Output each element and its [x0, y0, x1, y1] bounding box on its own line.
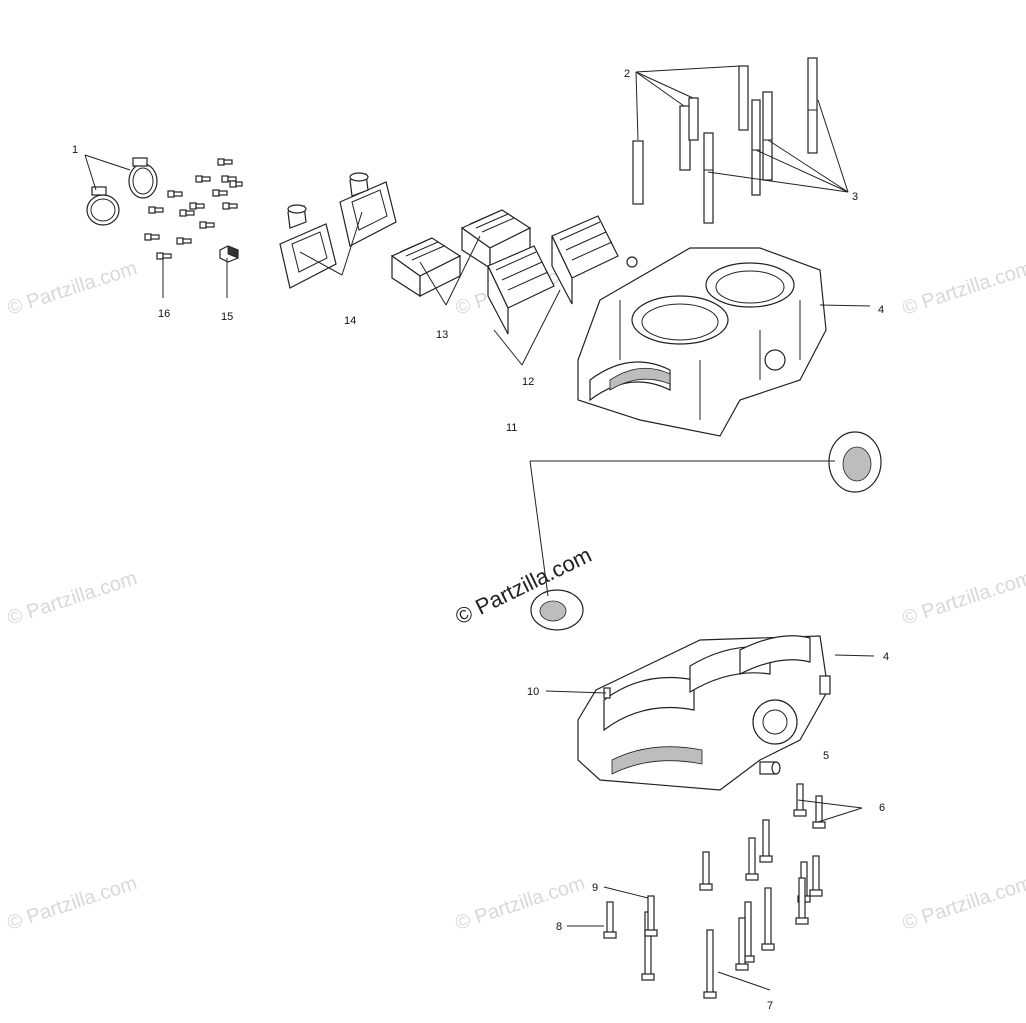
dowel-pins — [632, 65, 749, 205]
callout-5: 5 — [823, 750, 829, 762]
callout-8: 8 — [556, 921, 562, 933]
intake-adapters — [279, 172, 397, 289]
callout-1: 1 — [72, 144, 78, 156]
watermark-tile: © Partzilla.com — [5, 257, 140, 320]
studs — [703, 57, 818, 224]
callout-14: 14 — [344, 315, 356, 327]
callout-4-upper: 4 — [878, 304, 884, 316]
callout-2: 2 — [624, 68, 630, 80]
callout-7: 7 — [767, 1000, 773, 1012]
callout-4-lower: 4 — [883, 651, 889, 663]
upper-crankcase — [577, 247, 827, 437]
callout-16: 16 — [158, 308, 170, 320]
callout-11: 11 — [506, 422, 517, 434]
callout-10: 10 — [527, 686, 539, 698]
callout-15: 15 — [221, 311, 233, 323]
hose-clamps — [86, 157, 158, 226]
reed-cages — [487, 215, 619, 335]
callout-labels: 1 2 3 4 14 13 12 16 15 11 4 10 5 6 9 8 7 — [72, 68, 889, 1012]
watermark-tile: © Partzilla.com — [5, 872, 140, 935]
drain-plug — [759, 761, 781, 775]
watermark-tile: © Partzilla.com — [900, 257, 1026, 320]
callout-6: 6 — [879, 802, 885, 814]
case-bolts — [603, 783, 826, 999]
callout-12: 12 — [522, 376, 534, 388]
watermark-tile: © Partzilla.com — [5, 567, 140, 630]
lower-crankcase — [577, 635, 831, 791]
watermark-tile: © Partzilla.com — [900, 872, 1026, 935]
callout-9: 9 — [592, 882, 598, 894]
watermark-tile: © Partzilla.com — [453, 872, 588, 935]
callout-3: 3 — [852, 191, 858, 203]
leader-lines — [84, 65, 875, 991]
small-bolts — [144, 158, 243, 260]
crank-seals — [530, 431, 882, 631]
watermark-tile: © Partzilla.com — [900, 567, 1026, 630]
clip — [219, 245, 239, 263]
callout-13: 13 — [436, 329, 448, 341]
